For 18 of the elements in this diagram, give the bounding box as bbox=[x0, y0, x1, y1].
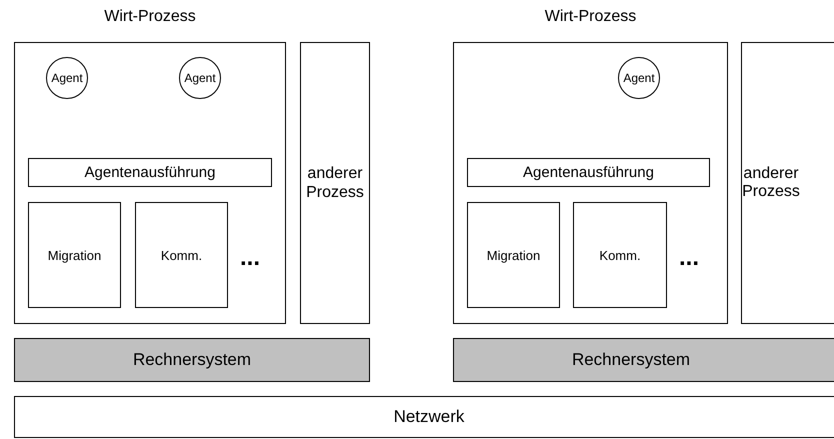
process-heading: Wirt-Prozess bbox=[103, 8, 197, 26]
ellipsis-label: ... bbox=[240, 246, 260, 270]
system-bar: Rechnersystem bbox=[14, 338, 370, 382]
process-box: Agentenausführung bbox=[28, 158, 272, 187]
ellipsis-label: ... bbox=[679, 246, 700, 270]
agent-circle: Agent bbox=[618, 57, 660, 99]
agent-circle: Agent bbox=[179, 57, 221, 99]
system-bar: Rechnersystem bbox=[453, 338, 834, 382]
process-box: Migration bbox=[467, 202, 560, 308]
process-box: Netzwerk bbox=[14, 396, 834, 438]
process-box: anderer Prozess bbox=[741, 42, 834, 324]
process-box: Komm. bbox=[135, 202, 228, 308]
process-box: Komm. bbox=[573, 202, 667, 308]
process-box: Migration bbox=[28, 202, 121, 308]
process-box: Agentenausführung bbox=[467, 158, 710, 187]
process-box: anderer Prozess bbox=[300, 42, 370, 324]
agent-circle: Agent bbox=[46, 57, 88, 99]
process-heading: Wirt-Prozess bbox=[544, 8, 638, 26]
